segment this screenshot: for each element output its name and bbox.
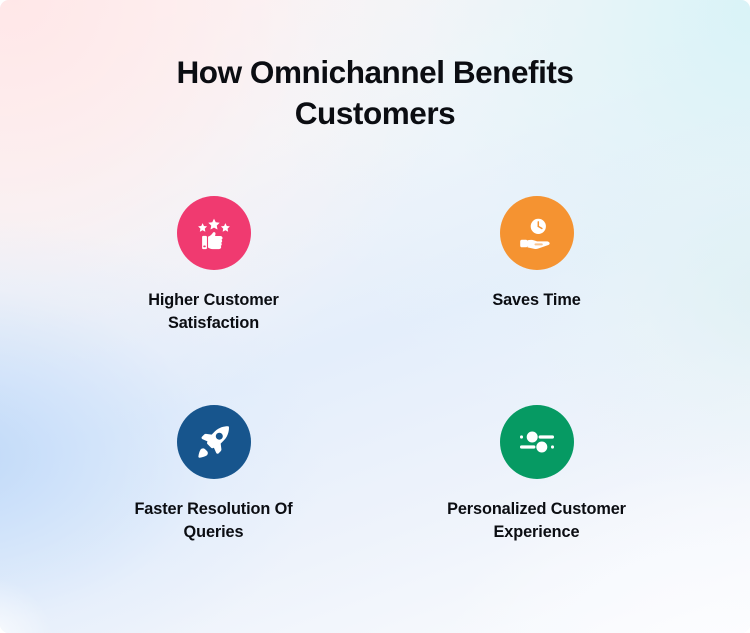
benefit-label: Personalized Customer Experience <box>447 500 626 541</box>
hand-holding-clock-icon <box>499 196 574 270</box>
page-title: How Omnichannel Benefits Customers <box>176 54 574 131</box>
benefit-label: Faster Resolution Of Queries <box>134 500 293 541</box>
benefit-item-higher-customer-satisfaction: Higher Customer Satisfaction <box>52 196 375 334</box>
benefit-label: Higher Customer Satisfaction <box>148 291 279 332</box>
rocket-icon <box>176 405 251 479</box>
benefits-row: Higher Customer Satisfaction <box>52 196 698 334</box>
benefit-item-faster-resolution-of-queries: Faster Resolution Of Queries <box>52 405 375 543</box>
thumbs-up-stars-icon <box>176 196 251 270</box>
benefit-item-personalized-customer-experience: Personalized Customer Experience <box>375 405 698 543</box>
benefits-grid: Higher Customer Satisfaction <box>52 196 698 543</box>
benefit-item-saves-time: Saves Time <box>375 196 698 334</box>
sliders-icon <box>499 405 574 479</box>
benefits-row: Faster Resolution Of Queries <box>52 405 698 543</box>
benefit-label: Saves Time <box>492 291 581 309</box>
